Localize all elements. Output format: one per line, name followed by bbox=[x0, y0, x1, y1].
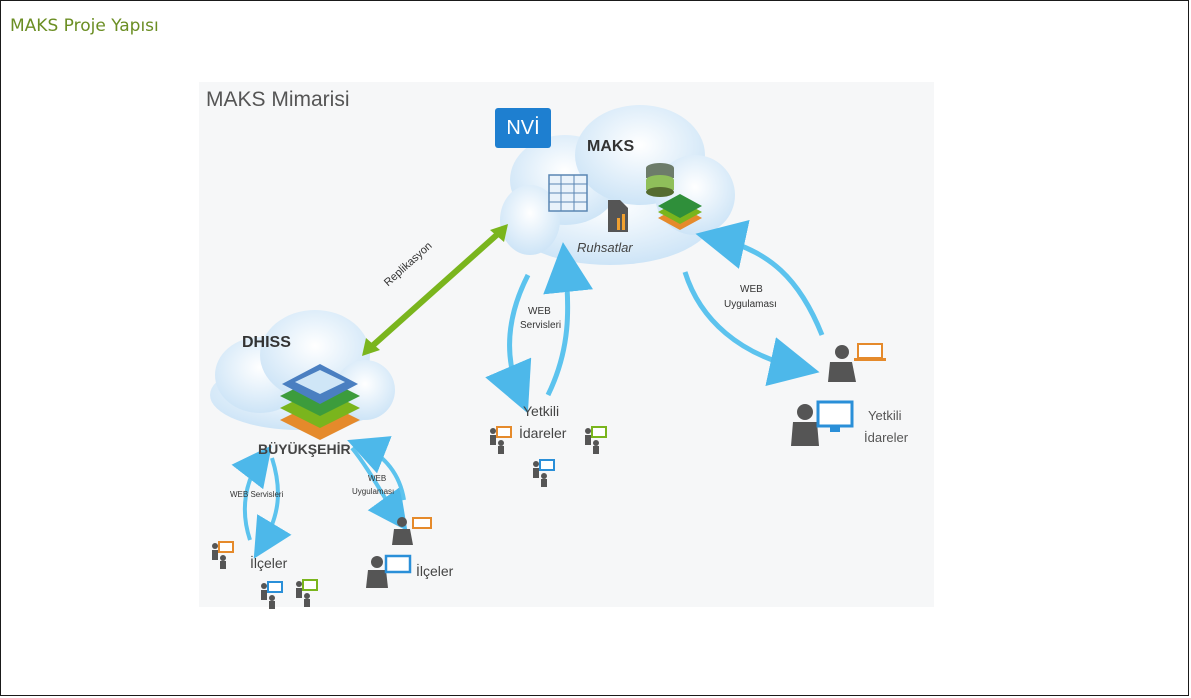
dhiss-label: DHISS bbox=[242, 334, 291, 351]
small-laptop-user-icon bbox=[392, 517, 432, 545]
authorized-center-line2: İdareler bbox=[519, 425, 567, 441]
diagram-title: MAKS Mimarisi bbox=[206, 88, 350, 111]
maks-label: MAKS bbox=[587, 138, 635, 155]
document-icon bbox=[608, 200, 628, 232]
small-web-app-label-line1: WEB bbox=[368, 474, 387, 483]
network-icons-districts bbox=[212, 541, 318, 609]
desktop-user-icon bbox=[791, 400, 854, 446]
authorized-right-line1: Yetkili bbox=[868, 408, 902, 423]
small-web-app-arrows bbox=[347, 436, 408, 531]
web-services-arrows bbox=[485, 242, 593, 414]
gis-layers-icon bbox=[280, 364, 360, 440]
page-title: MAKS Proje Yapısı bbox=[10, 16, 159, 36]
web-app-arrows bbox=[682, 219, 825, 387]
districts-right-label: İlçeler bbox=[416, 563, 454, 579]
replication-arrow bbox=[362, 224, 508, 356]
authorized-right-line2: İdareler bbox=[864, 430, 909, 445]
network-icons-center bbox=[490, 426, 607, 487]
nvi-badge: NVİ bbox=[495, 108, 551, 148]
small-web-services-arrows bbox=[231, 445, 292, 559]
small-web-services-label: WEB Servisleri bbox=[230, 490, 284, 499]
map-layers-icon bbox=[658, 194, 702, 230]
authorized-center-line1: Yetkili bbox=[523, 403, 560, 419]
districts-left-label: İlçeler bbox=[250, 555, 288, 571]
small-web-app-label-line2: Uygulaması bbox=[352, 487, 395, 496]
metropolitan-label: BÜYÜKŞEHİR bbox=[258, 441, 351, 457]
web-services-label-line2: Servisleri bbox=[520, 320, 562, 331]
web-services-label-line1: WEB bbox=[528, 306, 551, 317]
permits-label: Ruhsatlar bbox=[577, 240, 633, 255]
small-desktop-user-icon bbox=[366, 554, 412, 588]
laptop-user-icon bbox=[828, 343, 886, 382]
table-icon bbox=[548, 174, 588, 212]
web-app-label-line1: WEB bbox=[740, 284, 763, 295]
database-icon bbox=[646, 163, 674, 197]
web-app-label-line2: Uygulaması bbox=[724, 299, 777, 310]
